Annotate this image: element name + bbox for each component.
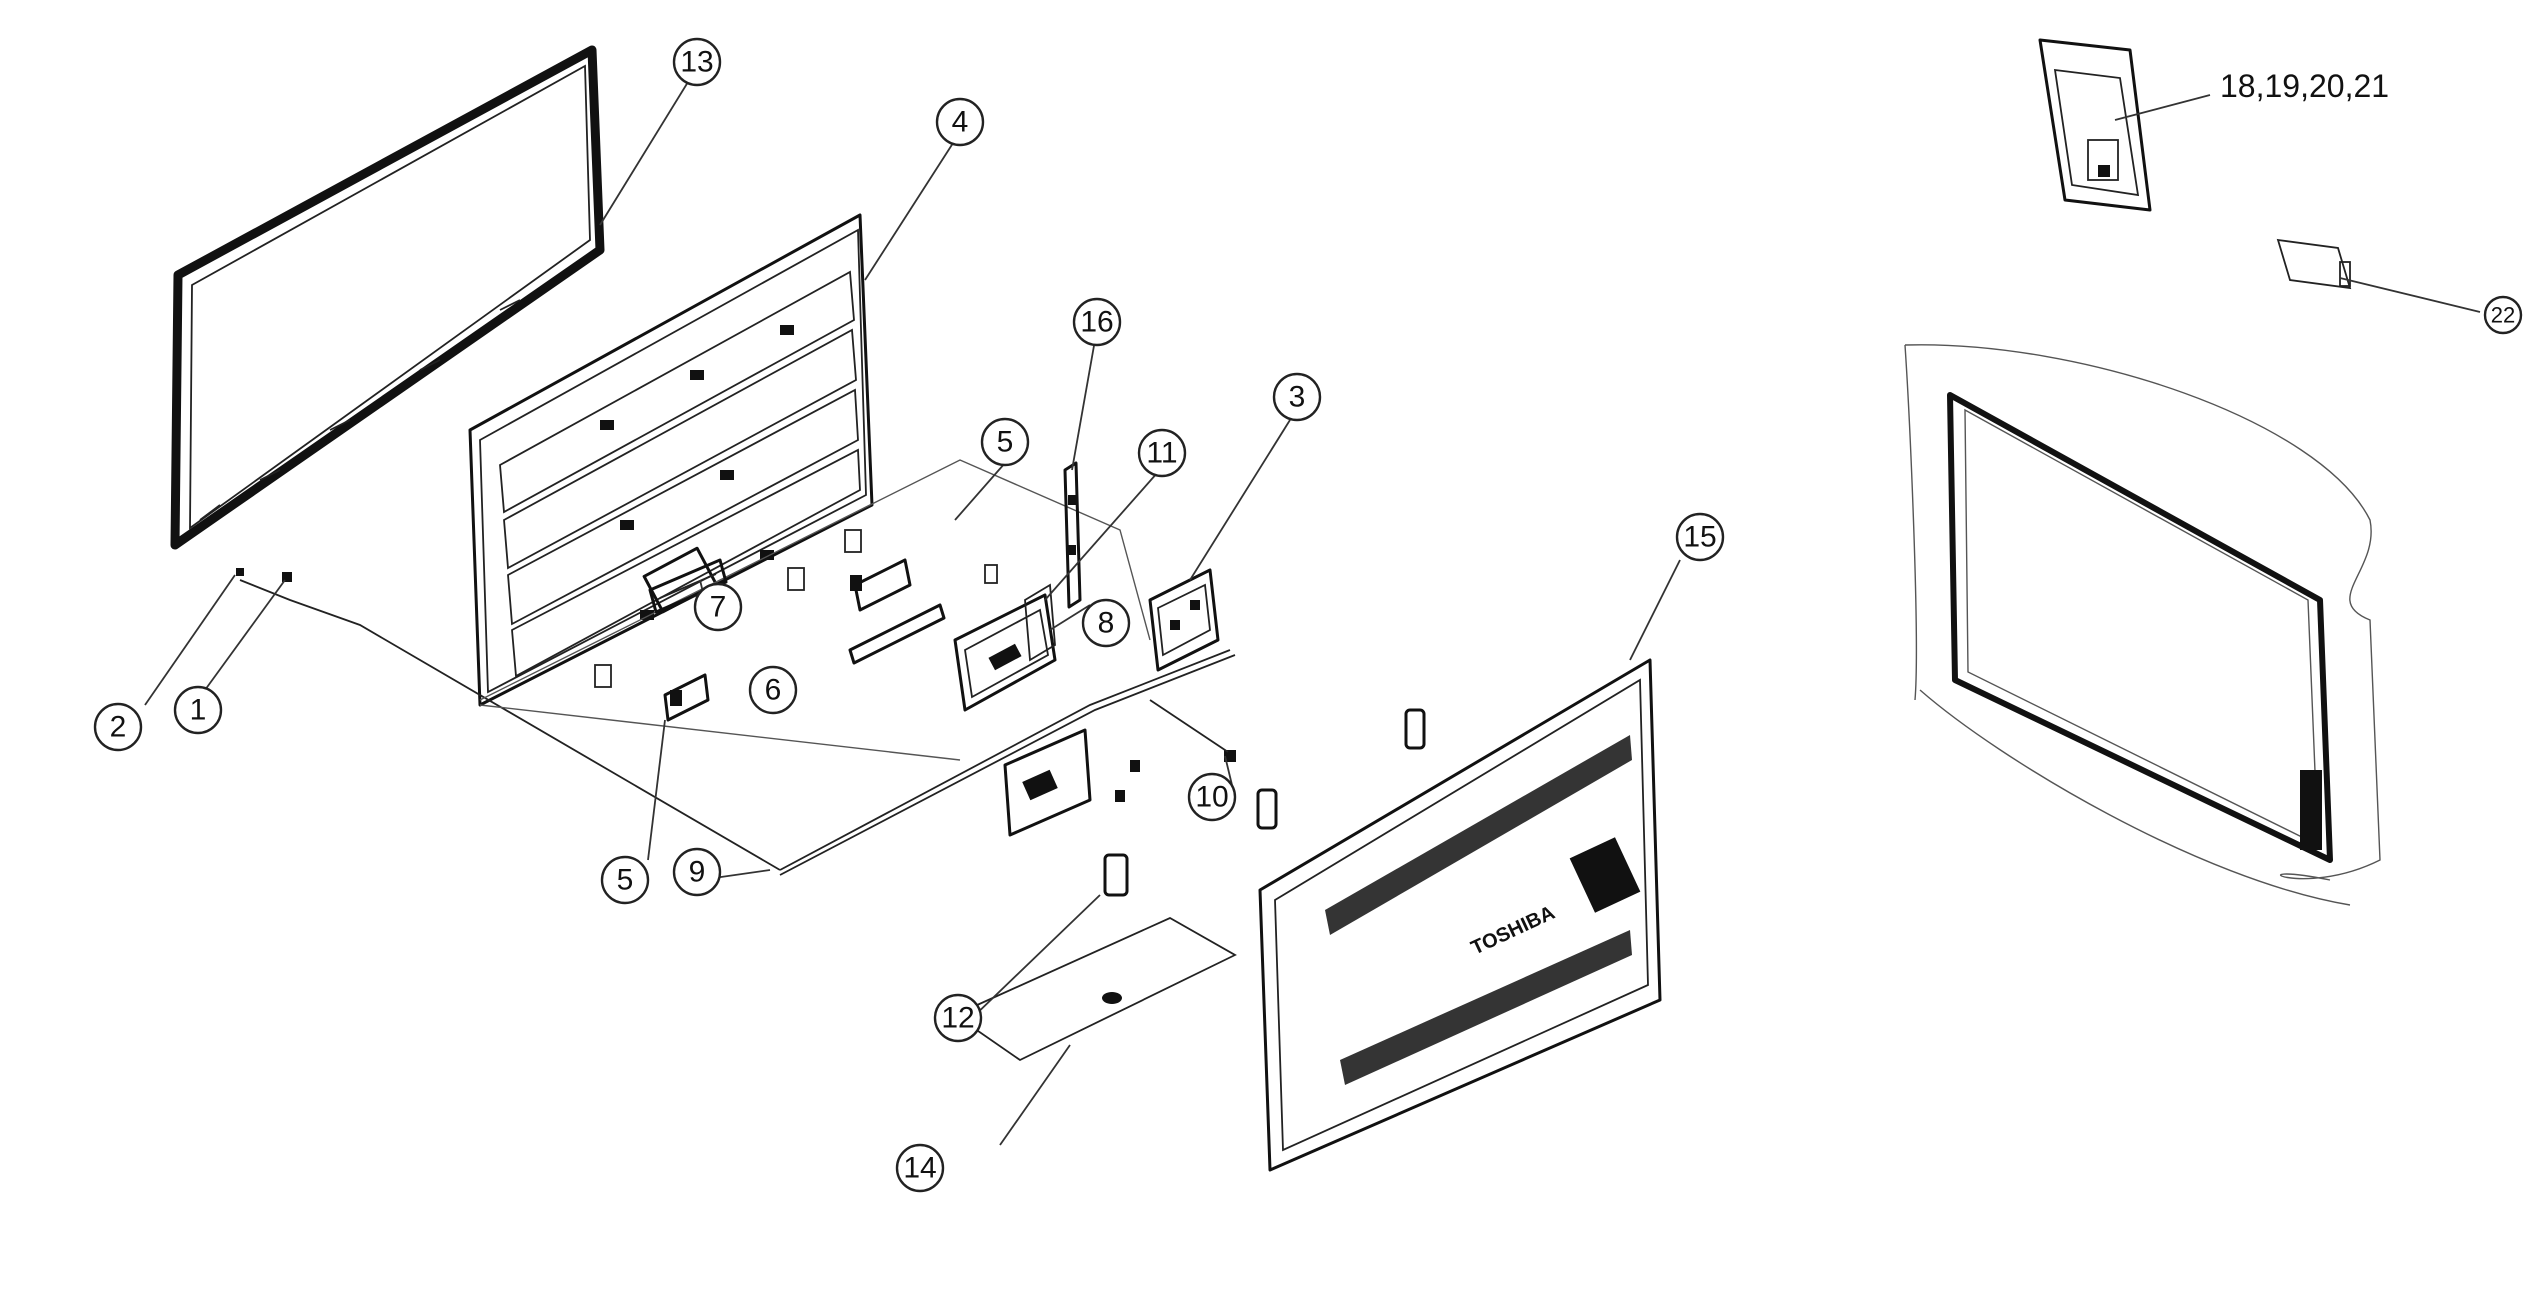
part-5-brackets — [594, 529, 912, 722]
rear-cover-logo: TOSHIBA — [1468, 902, 1559, 960]
callout-1: 1 — [173, 685, 223, 735]
part-7-connector — [648, 558, 728, 614]
svg-text:13: 13 — [680, 46, 713, 79]
leader-lines — [144, 81, 2481, 1146]
part-3-main-board — [1148, 568, 1220, 672]
part-10-connector — [1149, 699, 1236, 762]
part-13-front-bezel — [170, 45, 605, 550]
parts-1-2-screws — [236, 568, 292, 582]
svg-text:15: 15 — [1683, 521, 1716, 554]
callout-12: 12 — [933, 993, 983, 1043]
svg-text:10: 10 — [1195, 781, 1228, 814]
svg-text:2: 2 — [110, 711, 127, 744]
part-4-lcd-panel — [468, 213, 874, 707]
svg-text:1: 1 — [190, 694, 207, 727]
callout-14: 14 — [895, 1143, 945, 1193]
svg-text:6: 6 — [765, 674, 782, 707]
svg-text:8: 8 — [1098, 607, 1115, 640]
callout-8: 8 — [1081, 598, 1131, 648]
mounting-rail — [848, 564, 998, 665]
assembled-tv — [1904, 344, 2381, 906]
part-12-stand-neck — [1103, 708, 1426, 897]
svg-text:9: 9 — [689, 856, 706, 889]
callout-7: 7 — [693, 582, 743, 632]
part-9-cable — [239, 579, 1236, 876]
part-16-key-board — [1063, 461, 1082, 609]
svg-text:22: 22 — [2491, 303, 2515, 328]
callout-11: 11 — [1137, 428, 1187, 478]
av-terminal-board — [1003, 728, 1140, 837]
callout-10: 10 — [1187, 772, 1237, 822]
svg-text:16: 16 — [1080, 306, 1113, 339]
callout-16: 16 — [1072, 297, 1122, 347]
svg-text:5: 5 — [997, 426, 1014, 459]
label-remote-parts: 18,19,20,21 — [2220, 68, 2389, 104]
callout-5-top: 5 — [980, 417, 1030, 467]
svg-text:7: 7 — [710, 591, 727, 624]
callout-6: 6 — [748, 665, 798, 715]
callout-3: 3 — [1272, 372, 1322, 422]
callout-5-bottom: 5 — [600, 855, 650, 905]
part-11-shield — [1024, 583, 1056, 662]
svg-text:4: 4 — [952, 106, 969, 139]
part-15-rear-cover: TOSHIBA — [1258, 658, 1662, 1172]
svg-text:5: 5 — [617, 864, 634, 897]
svg-text:14: 14 — [903, 1152, 936, 1185]
callout-2: 2 — [93, 702, 143, 752]
callout-9: 9 — [672, 847, 722, 897]
part-14-stand-base — [953, 916, 1237, 1062]
callout-15: 15 — [1675, 512, 1725, 562]
callout-4: 4 — [935, 97, 985, 147]
part-8-power-board — [953, 593, 1057, 712]
part-22-battery — [2276, 238, 2352, 290]
callout-13: 13 — [672, 37, 722, 87]
svg-text:3: 3 — [1289, 381, 1306, 414]
remote-control — [2038, 38, 2152, 212]
part-6-tray — [479, 459, 1151, 761]
svg-text:11: 11 — [1146, 437, 1177, 470]
svg-text:12: 12 — [941, 1002, 974, 1035]
callout-22: 22 — [2483, 295, 2523, 335]
